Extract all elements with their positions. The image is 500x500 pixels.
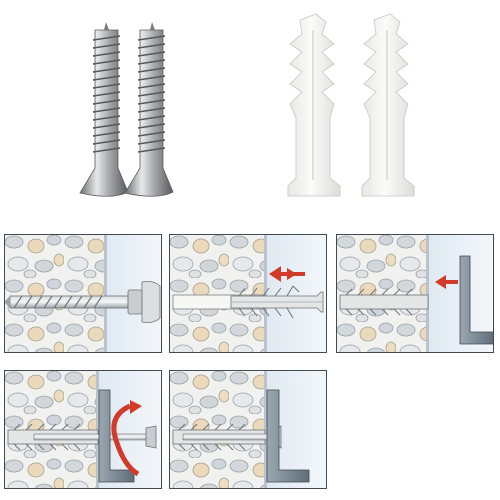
l-bracket (266, 389, 310, 483)
push-arrow-icon (269, 266, 305, 282)
drill-chuck (127, 281, 161, 323)
drill-bit (4, 295, 129, 309)
wall-anchor (339, 288, 429, 316)
step-finished-panel (169, 370, 327, 489)
product-photo (79, 13, 415, 197)
screw-2 (124, 22, 174, 197)
screw (33, 425, 157, 449)
step-position-bracket-panel (336, 234, 494, 353)
step-drill-panel (4, 234, 162, 353)
move-arrow-icon (435, 275, 458, 289)
l-bracket (459, 255, 494, 345)
step-drive-screw-panel (4, 370, 162, 489)
rotate-arrow-icon (111, 400, 142, 477)
step-insert-anchor-panel (169, 234, 327, 353)
anchor-1 (287, 13, 341, 197)
anchor-2 (361, 13, 415, 197)
wall-anchor (230, 285, 324, 319)
screw-1 (79, 22, 129, 197)
